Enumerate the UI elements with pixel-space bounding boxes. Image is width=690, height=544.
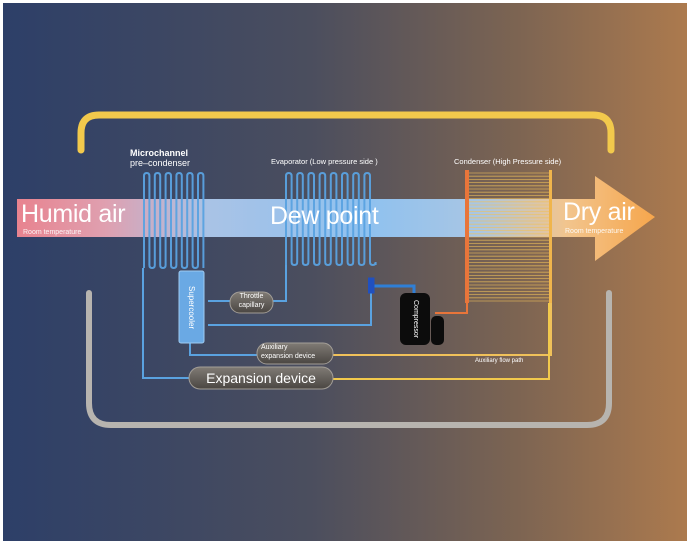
supercooler-label: Supercooler bbox=[187, 286, 196, 330]
pre-condenser-outlet-pipe bbox=[142, 268, 189, 379]
dry-air-subtitle: Room temperature bbox=[565, 228, 624, 235]
compressor-accumulator bbox=[431, 316, 444, 345]
compressor-body bbox=[400, 293, 430, 345]
suction-fitting bbox=[368, 277, 375, 294]
auxiliary-expansion-pill bbox=[256, 342, 334, 365]
compressor-label: Compressor bbox=[412, 299, 419, 339]
pre-condenser-coil bbox=[143, 171, 205, 270]
throttle-label: Throttle bbox=[239, 293, 264, 300]
condenser-fins bbox=[469, 172, 549, 302]
expansion-device-label: Expansion device bbox=[206, 370, 316, 386]
evaporator-coil bbox=[285, 171, 377, 267]
auxiliary-flow-path-label: Auxiliary flow path bbox=[475, 358, 524, 364]
yellow-loop bbox=[77, 111, 615, 154]
expansion-return-pipe bbox=[333, 303, 550, 380]
humid-air-subtitle: Room temperature bbox=[23, 229, 82, 236]
capillary-label: capillary bbox=[238, 302, 265, 309]
condenser-header-right bbox=[549, 170, 552, 303]
pre-condenser-label: pre–condenser bbox=[130, 158, 191, 168]
grey-loop bbox=[86, 290, 612, 428]
supercooler bbox=[178, 270, 205, 344]
dew-point-label: Dew point bbox=[270, 202, 379, 230]
auxiliary-flow-pipe bbox=[332, 303, 552, 356]
suction-return-pipe bbox=[208, 286, 372, 326]
diagram-canvas: Humid air Room temperature Dew point Dry… bbox=[3, 3, 687, 541]
diagram-svg bbox=[3, 3, 687, 541]
discharge-pipe bbox=[435, 293, 468, 314]
dry-air-title: Dry air bbox=[563, 198, 635, 226]
auxiliary-label: Auxiliary bbox=[261, 344, 288, 351]
condenser-label: Condenser (High Pressure side) bbox=[454, 157, 562, 166]
microchannel-label: Microchannel bbox=[130, 148, 189, 158]
expansion-device-pill bbox=[188, 366, 334, 390]
suction-line bbox=[371, 284, 416, 295]
throttle-capillary-pill bbox=[229, 291, 274, 314]
supercooler-to-aux-pipe bbox=[189, 343, 261, 356]
humid-air-title: Humid air bbox=[21, 200, 126, 228]
throttle-to-evaporator-pipe bbox=[272, 265, 287, 302]
condenser-header-left bbox=[465, 170, 469, 303]
expansion-device-aux-label: expansion device bbox=[261, 353, 316, 360]
evaporator-label: Evaporator (Low pressure side ) bbox=[271, 157, 378, 166]
background bbox=[3, 3, 687, 541]
